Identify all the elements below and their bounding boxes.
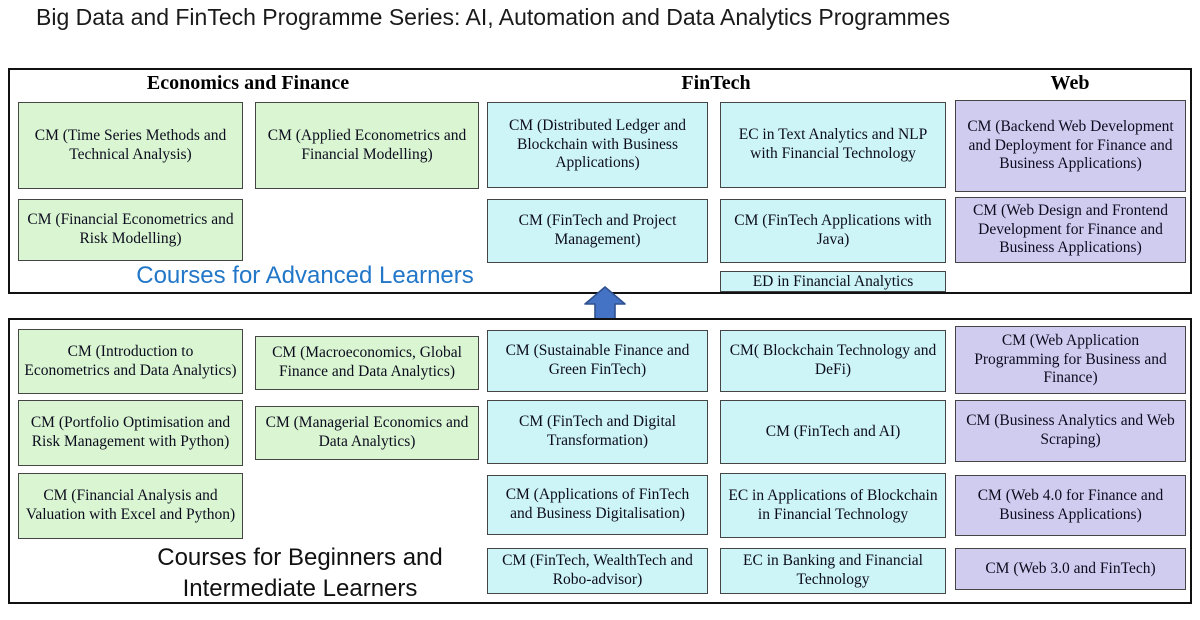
course-box: EC in Applications of Blockchain in Fina… [720, 473, 946, 538]
course-box: CM (FinTech Applications with Java) [720, 199, 946, 263]
course-box: CM (FinTech and Project Management) [487, 199, 708, 263]
course-box: CM (Web 3.0 and FinTech) [955, 548, 1186, 590]
course-box: EC in Banking and Financial Technology [720, 548, 946, 594]
course-box: CM (FinTech and AI) [720, 400, 946, 464]
course-box: CM (FinTech, WealthTech and Robo-advisor… [487, 548, 708, 594]
course-box: CM (Financial Econometrics and Risk Mode… [18, 199, 243, 261]
course-box: CM (FinTech and Digital Transformation) [487, 400, 708, 464]
course-box: CM (Web Application Programming for Busi… [955, 326, 1186, 394]
page-title: Big Data and FinTech Programme Series: A… [36, 4, 951, 30]
column-header-web: Web [1050, 72, 1090, 94]
course-box: CM (Introduction to Econometrics and Dat… [18, 329, 243, 394]
column-header-economics: Economics and Finance [146, 72, 350, 94]
course-box: CM (Backend Web Development and Deployme… [955, 100, 1186, 192]
course-box: EC in Text Analytics and NLP with Financ… [720, 102, 946, 188]
course-box: CM (Business Analytics and Web Scraping) [955, 400, 1186, 462]
course-box: CM (Web Design and Frontend Development … [955, 197, 1186, 263]
course-box: ED in Financial Analytics [720, 271, 946, 292]
course-box: CM (Web 4.0 for Finance and Business App… [955, 475, 1186, 536]
beginner-learners-label: Courses for Beginners and Intermediate L… [157, 544, 443, 603]
course-box: CM (Distributed Ledger and Blockchain wi… [487, 102, 708, 188]
course-box: CM (Sustainable Finance and Green FinTec… [487, 330, 708, 392]
course-box: CM( Blockchain Technology and DeFi) [720, 330, 946, 392]
course-box: CM (Applications of FinTech and Business… [487, 475, 708, 535]
course-box: CM (Portfolio Optimisation and Risk Mana… [18, 400, 243, 466]
course-box: CM (Managerial Economics and Data Analyt… [255, 406, 479, 460]
course-box: CM (Applied Econometrics and Financial M… [255, 102, 479, 189]
course-box: CM (Time Series Methods and Technical An… [18, 102, 243, 189]
course-box: CM (Financial Analysis and Valuation wit… [18, 473, 243, 539]
advanced-learners-label: Courses for Advanced Learners [136, 262, 474, 289]
course-box: CM (Macroeconomics, Global Finance and D… [255, 336, 479, 390]
column-header-fintech: FinTech [681, 72, 751, 94]
